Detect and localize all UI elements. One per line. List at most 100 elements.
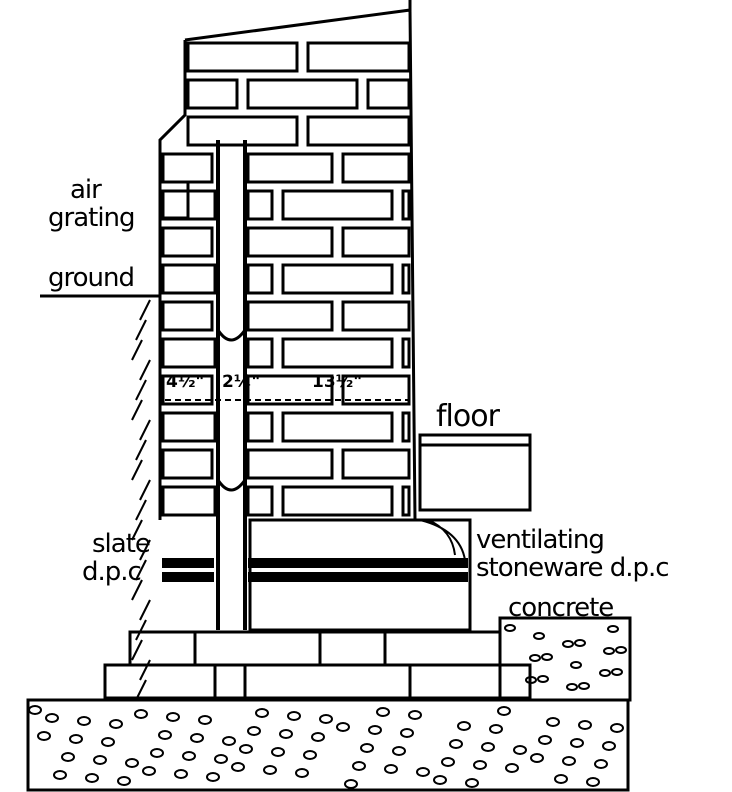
brick	[186, 78, 239, 110]
ground-hatch	[139, 479, 151, 501]
label-slate-dpc: d.p.c	[82, 557, 142, 587]
aggregate-stone	[303, 750, 317, 760]
dimension-cavity: 2¼"	[222, 372, 261, 392]
aggregate-stone	[538, 735, 552, 745]
aggregate-stone	[525, 676, 537, 684]
ground-hatch	[135, 379, 147, 401]
aggregate-stone	[352, 761, 366, 771]
aggregate-stone	[504, 624, 516, 632]
aggregate-stone	[93, 755, 107, 765]
aggregate-stone	[570, 661, 582, 669]
brick	[246, 374, 334, 406]
brick	[401, 337, 411, 369]
aggregate-stone	[603, 647, 615, 655]
ground-hatch	[135, 619, 147, 641]
aggregate-stone	[287, 711, 301, 721]
aggregate-stone	[392, 746, 406, 756]
brick	[341, 448, 411, 480]
aggregate-stone	[578, 682, 590, 690]
brick	[246, 78, 359, 110]
concrete-fill	[498, 616, 632, 702]
aggregate-stone	[295, 768, 309, 778]
aggregate-stone	[376, 707, 390, 717]
brick	[161, 448, 214, 480]
aggregate-stone	[449, 739, 463, 749]
ground-hatch	[139, 359, 151, 381]
footing-course-1	[128, 630, 502, 667]
ground-hatch	[139, 539, 151, 561]
aggregate-stone	[222, 736, 236, 746]
wall-outline	[158, 0, 417, 521]
label-slate: slate	[92, 529, 151, 559]
brick	[281, 337, 394, 369]
brick	[246, 189, 274, 221]
aggregate-stone	[611, 668, 623, 676]
aggregate-stone	[368, 725, 382, 735]
brick	[246, 448, 334, 480]
aggregate-stone	[311, 732, 325, 742]
slate-dpc	[162, 558, 214, 568]
brick	[281, 263, 394, 295]
aggregate-stone	[594, 759, 608, 769]
aggregate-stone	[433, 775, 447, 785]
aggregate-stone	[599, 669, 611, 677]
brick	[341, 152, 411, 184]
aggregate-stone	[319, 714, 333, 724]
floor-boards	[418, 433, 532, 447]
brick	[341, 374, 411, 406]
wall-tie	[216, 329, 247, 492]
aggregate-stone	[85, 773, 99, 783]
aggregate-stone	[150, 748, 164, 758]
brick	[246, 300, 334, 332]
aggregate-stone	[158, 730, 172, 740]
dimension-outer-leaf: 4½"	[166, 372, 205, 392]
aggregate-stone	[533, 632, 545, 640]
ground-hatch	[139, 299, 151, 321]
aggregate-stone	[400, 728, 414, 738]
aggregate-stone	[134, 709, 148, 719]
label-ventilating: ventilating	[476, 525, 605, 555]
aggregate-stone	[255, 708, 269, 718]
aggregate-stone	[570, 738, 584, 748]
brick	[246, 152, 334, 184]
aggregate-stone	[441, 757, 455, 767]
aggregate-stone	[481, 742, 495, 752]
aggregate-stone	[566, 683, 578, 691]
brick	[186, 115, 299, 147]
ground-hatch	[131, 519, 143, 541]
aggregate-stone	[239, 744, 253, 754]
brick	[341, 226, 411, 258]
brick	[161, 226, 214, 258]
aggregate-stone	[497, 706, 511, 716]
brick	[161, 300, 214, 332]
brick	[401, 263, 411, 295]
aggregate-stone	[101, 737, 115, 747]
brick	[281, 485, 394, 517]
brick	[161, 411, 217, 443]
label-concrete: concrete	[508, 593, 614, 623]
aggregate-stone	[166, 712, 180, 722]
aggregate-stone	[231, 762, 245, 772]
brick	[246, 411, 274, 443]
aggregate-stone	[174, 769, 188, 779]
brick	[401, 485, 411, 517]
aggregate-stone	[562, 756, 576, 766]
aggregate-stone	[247, 726, 261, 736]
concrete-base	[26, 698, 630, 792]
aggregate-stone	[28, 705, 42, 715]
aggregate-stone	[489, 724, 503, 734]
aggregate-stone	[69, 734, 83, 744]
slate-dpc	[162, 572, 214, 582]
air-grating	[158, 180, 190, 220]
brick	[246, 485, 274, 517]
aggregate-stone	[457, 721, 471, 731]
aggregate-stone	[45, 713, 59, 723]
aggregate-stone	[61, 752, 75, 762]
brick	[306, 115, 411, 147]
dimension-inner-leaf: 13½"	[312, 372, 363, 392]
brick	[366, 78, 411, 110]
ground-hatch	[135, 319, 147, 341]
aggregate-stone	[607, 625, 619, 633]
brick	[341, 300, 411, 332]
ground-hatch	[135, 439, 147, 461]
